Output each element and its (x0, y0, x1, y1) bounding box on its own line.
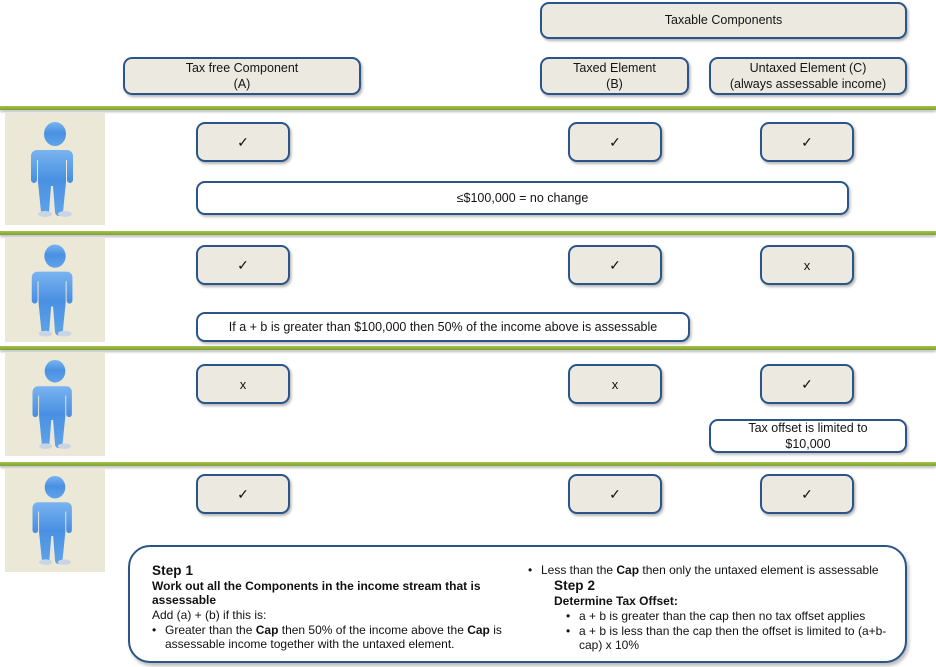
right-bullet-cap: Cap (616, 563, 640, 577)
note-row2-text: If a + b is greater than $100,000 then 5… (228, 319, 658, 334)
step2-bullet-2: • a + b is less than the cap then the of… (554, 624, 889, 652)
mark-box-row2-a: ✓ (196, 245, 290, 285)
header-tax-free-component: Tax free Component (A) (123, 57, 361, 95)
tick-icon: ✓ (801, 486, 813, 502)
step2-subtitle: Determine Tax Offset: (554, 594, 678, 608)
tick-icon: ✓ (237, 257, 249, 273)
step1-bullet-cap1: Cap (255, 623, 279, 637)
step1-bullet-part3: is assessable income together with the u… (165, 623, 502, 651)
right-bullet-part2: then only the untaxed element is assessa… (639, 563, 879, 577)
tick-icon: ✓ (237, 486, 249, 502)
right-bullet: • Less than the Cap then only the untaxe… (528, 563, 889, 577)
note-row1: ≤$100,000 = no change (196, 181, 849, 215)
step2-title: Step 2 (554, 578, 596, 593)
step2-bullet-1-text: a + b is greater than the cap then no ta… (579, 609, 866, 623)
tick-icon: ✓ (609, 486, 621, 502)
mark-box-row1-a: ✓ (196, 122, 290, 162)
right-bullet-text: Less than the Cap then only the untaxed … (541, 563, 889, 577)
bullet-icon: • (566, 609, 571, 623)
step1-bullet: • Greater than the Cap then 50% of the i… (152, 623, 514, 651)
mark-box-row1-b: ✓ (568, 122, 662, 162)
header-taxable-components: Taxable Components (540, 2, 907, 39)
tick-icon: ✓ (237, 134, 249, 150)
note-row3-line1: Tax offset is limited to (748, 420, 868, 435)
step2-bullet-2-text: a + b is less than the cap then the offs… (579, 624, 887, 652)
note-row2: If a + b is greater than $100,000 then 5… (196, 312, 690, 342)
mark-box-row4-a: ✓ (196, 474, 290, 514)
tick-icon: ✓ (801, 376, 813, 392)
cross-icon: x (239, 376, 247, 392)
person-tile-row4 (5, 468, 105, 572)
bullet-icon: • (152, 623, 157, 637)
mark-box-row1-c: ✓ (760, 122, 854, 162)
person-icon (32, 359, 72, 449)
steps-panel: Step 1 Work out all the Components in th… (128, 545, 907, 663)
note-row1-text: ≤$100,000 = no change (456, 190, 589, 205)
tick-icon: ✓ (609, 134, 621, 150)
row-separator-1 (0, 106, 936, 113)
row-separator-4 (0, 462, 936, 469)
step1-subtitle: Work out all the Components in the incom… (152, 579, 481, 607)
step1-bullet-text: Greater than the Cap then 50% of the inc… (165, 623, 514, 651)
row-separator-2 (0, 231, 936, 238)
mark-box-row3-a: x (196, 364, 290, 404)
bullet-icon: • (566, 624, 571, 638)
bullet-icon: • (528, 563, 533, 577)
row-separator-3 (0, 346, 936, 353)
person-icon (31, 122, 73, 217)
step2-bullet-1: • a + b is greater than the cap then no … (554, 609, 889, 623)
cross-icon: x (803, 257, 811, 273)
tick-icon: ✓ (801, 134, 813, 150)
header-taxable-components-label: Taxable Components (664, 12, 783, 27)
header-untaxed-element-sub: (always assessable income) (729, 77, 887, 91)
cross-icon: x (611, 376, 619, 392)
step1-bullet-part1: Greater than the (165, 623, 256, 637)
mark-box-row4-c: ✓ (760, 474, 854, 514)
right-bullet-part1: Less than the (541, 563, 617, 577)
mark-box-row2-c: x (760, 245, 854, 285)
header-taxed-element: Taxed Element (B) (540, 57, 689, 95)
header-untaxed-element: Untaxed Element (C) (always assessable i… (709, 57, 907, 95)
header-taxed-element-letter: (B) (606, 77, 623, 91)
header-taxed-element-label: Taxed Element (573, 60, 656, 75)
step1-line: Add (a) + (b) if this is: (152, 608, 267, 622)
header-tax-free-component-letter: (A) (233, 77, 251, 91)
step2-block: Step 2 Determine Tax Offset: • a + b is … (528, 578, 889, 652)
mark-box-row3-c: ✓ (760, 364, 854, 404)
person-tile-row1 (5, 113, 105, 225)
note-row3-line2: $10,000 (785, 437, 831, 451)
mark-box-row4-b: ✓ (568, 474, 662, 514)
steps-column-left: Step 1 Work out all the Components in th… (130, 547, 522, 661)
header-untaxed-element-label: Untaxed Element (C) (749, 60, 867, 75)
step1-title: Step 1 (152, 563, 194, 578)
step1-bullet-cap2: Cap (467, 623, 490, 637)
person-icon (32, 475, 72, 565)
person-tile-row3 (5, 352, 105, 456)
steps-column-right: • Less than the Cap then only the untaxe… (522, 547, 905, 661)
note-row3: Tax offset is limited to $10,000 (709, 419, 907, 453)
person-tile-row2 (5, 238, 105, 342)
header-tax-free-component-label: Tax free Component (185, 60, 299, 75)
step1-bullet-part2: then 50% of the income above the (278, 623, 468, 637)
tick-icon: ✓ (609, 257, 621, 273)
mark-box-row3-b: x (568, 364, 662, 404)
mark-box-row2-b: ✓ (568, 245, 662, 285)
person-icon (31, 244, 73, 337)
